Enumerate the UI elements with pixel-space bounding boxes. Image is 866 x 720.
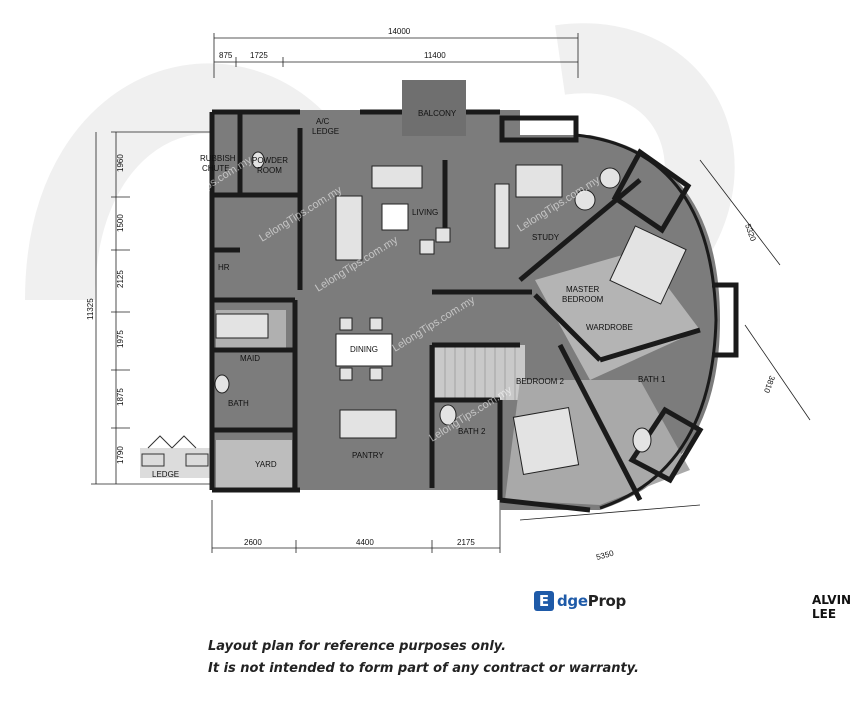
dim-right-1: 5320 bbox=[743, 223, 758, 243]
room-labels: BALCONY A/C LEDGE RUBBISH CHUTE POWDER R… bbox=[152, 109, 666, 479]
sofa-l bbox=[335, 195, 363, 261]
edgeprop-logo-text: dgeProp bbox=[557, 592, 626, 610]
bedroom2-floor-a bbox=[435, 345, 525, 400]
label-powder-line1: POWDER bbox=[252, 156, 288, 165]
dim-right-3: 5350 bbox=[595, 548, 615, 561]
study-desk bbox=[494, 183, 510, 249]
label-bedroom2: BEDROOM 2 bbox=[516, 377, 565, 386]
maid-bed bbox=[215, 313, 269, 339]
dim-bottom-1: 2600 bbox=[244, 538, 262, 547]
walls bbox=[209, 109, 701, 513]
label-living: LIVING bbox=[412, 208, 438, 217]
dining-chair bbox=[339, 317, 353, 331]
label-bath2: BATH 2 bbox=[458, 427, 486, 436]
dim-right-2: 3810 bbox=[762, 374, 777, 394]
yard-floor bbox=[216, 440, 292, 488]
study-chair bbox=[599, 167, 621, 189]
dim-bottom-3: 2175 bbox=[457, 538, 475, 547]
bedroom2-bed bbox=[512, 406, 580, 476]
dim-bottom-2: 4400 bbox=[356, 538, 374, 547]
furniture bbox=[214, 151, 687, 476]
floor-plan: 14000 875 1725 11400 1960 1500 2125 1975… bbox=[25, 23, 811, 562]
label-study: STUDY bbox=[532, 233, 560, 242]
disclaimer-line-1: Layout plan for reference purposes only. bbox=[208, 639, 507, 654]
dim-top-a: 875 bbox=[219, 51, 233, 60]
disclaimer-line-2: It is not intended to form part of any c… bbox=[208, 661, 639, 676]
label-ac-ledge-line2: LEDGE bbox=[312, 127, 339, 136]
curved-facade bbox=[575, 133, 739, 510]
dim-left-3: 2125 bbox=[116, 270, 125, 288]
dimension-lines bbox=[91, 33, 811, 553]
agent-name: ALVIN LEE bbox=[812, 593, 852, 621]
dimension-labels: 14000 875 1725 11400 1960 1500 2125 1975… bbox=[86, 27, 777, 562]
armchair-2 bbox=[435, 227, 451, 243]
edgeprop-logo-mark: E bbox=[534, 591, 554, 611]
kitchen-island bbox=[339, 409, 397, 439]
label-ledge: LEDGE bbox=[152, 470, 179, 479]
dining-chair bbox=[369, 367, 383, 381]
toilet bbox=[251, 151, 265, 169]
label-rubbish-line1: RUBBISH bbox=[200, 154, 236, 163]
armchair-1 bbox=[419, 239, 435, 255]
label-master-line1: MASTER bbox=[566, 285, 600, 294]
label-rubbish-line2: CHUTE bbox=[202, 164, 230, 173]
bedroom2-floor-hatch bbox=[444, 346, 516, 400]
dim-top-b: 1725 bbox=[250, 51, 268, 60]
label-bath: BATH bbox=[228, 399, 249, 408]
label-hr: HR bbox=[218, 263, 230, 272]
edgeprop-logo-text-part2: Prop bbox=[587, 592, 627, 610]
dining-chair bbox=[369, 317, 383, 331]
label-ac-ledge-line1: A/C bbox=[316, 117, 330, 126]
disclaimer: Layout plan for reference purposes only.… bbox=[208, 636, 728, 680]
dim-top-c: 11400 bbox=[424, 51, 446, 60]
dim-left-1: 1960 bbox=[116, 154, 125, 172]
dining-table bbox=[335, 333, 393, 367]
study-sofa bbox=[515, 164, 563, 198]
ledge-area bbox=[140, 448, 212, 478]
dining-chair bbox=[339, 367, 353, 381]
dim-left-2: 1500 bbox=[116, 214, 125, 232]
study-chair bbox=[574, 189, 596, 211]
label-balcony: BALCONY bbox=[418, 109, 457, 118]
edgeprop-logo-text-part1: dge bbox=[557, 592, 588, 610]
label-bath1: BATH 1 bbox=[638, 375, 666, 384]
label-powder-line2: ROOM bbox=[257, 166, 282, 175]
dim-left-6: 1790 bbox=[116, 446, 125, 464]
toilet bbox=[439, 404, 457, 426]
dim-top-overall: 14000 bbox=[388, 27, 411, 36]
label-pantry: PANTRY bbox=[352, 451, 384, 460]
label-dining: DINING bbox=[350, 345, 378, 354]
dim-left-overall: 11325 bbox=[86, 298, 95, 320]
label-yard: YARD bbox=[255, 460, 277, 469]
sofa bbox=[371, 165, 423, 189]
coffee-table bbox=[381, 203, 409, 231]
label-wardrobe: WARDROBE bbox=[586, 323, 633, 332]
label-master-line2: BEDROOM bbox=[562, 295, 604, 304]
ledge-railing bbox=[141, 435, 209, 467]
dim-left-5: 1875 bbox=[116, 388, 125, 406]
window-box bbox=[499, 115, 579, 143]
edgeprop-logo: E dgeProp bbox=[534, 590, 626, 612]
dim-left-4: 1975 bbox=[116, 330, 125, 348]
label-maid: MAID bbox=[240, 354, 260, 363]
balcony-area bbox=[402, 80, 466, 136]
master-bed bbox=[609, 225, 687, 305]
toilet bbox=[632, 427, 652, 453]
toilet bbox=[214, 374, 230, 394]
